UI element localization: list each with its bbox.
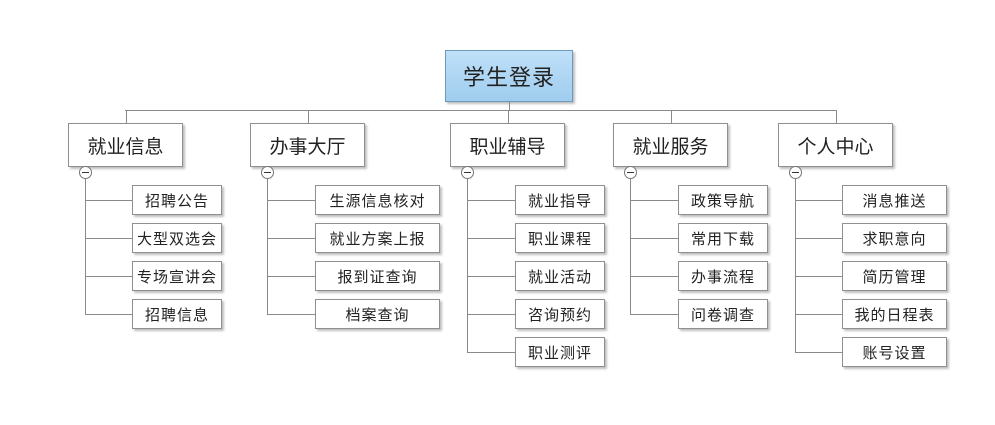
branch-line — [467, 276, 515, 277]
category-connector — [836, 110, 837, 123]
leaf-node[interactable]: 问卷调查 — [678, 299, 768, 329]
leaf-node[interactable]: 就业方案上报 — [315, 223, 440, 253]
category-node[interactable]: 职业辅导 — [450, 123, 565, 167]
leaf-node[interactable]: 招聘公告 — [132, 185, 222, 215]
branch-line — [267, 238, 315, 239]
leaf-node[interactable]: 职业课程 — [515, 223, 605, 253]
category-node[interactable]: 个人中心 — [778, 123, 893, 167]
collapse-icon[interactable] — [79, 166, 92, 179]
branch-line — [795, 238, 842, 239]
collapse-icon[interactable] — [461, 166, 474, 179]
leaf-node[interactable]: 招聘信息 — [132, 299, 222, 329]
branch-trunk-line — [267, 179, 268, 315]
branch-line — [630, 276, 678, 277]
branch-line — [85, 238, 132, 239]
leaf-node[interactable]: 政策导航 — [678, 185, 768, 215]
category-node[interactable]: 办事大厅 — [250, 123, 365, 167]
branch-line — [267, 276, 315, 277]
root-node[interactable]: 学生登录 — [445, 50, 573, 102]
leaf-node[interactable]: 专场宣讲会 — [132, 261, 222, 291]
leaf-node[interactable]: 咨询预约 — [515, 299, 605, 329]
branch-line — [85, 314, 132, 315]
branch-line — [85, 276, 132, 277]
category-node[interactable]: 就业服务 — [613, 123, 728, 167]
leaf-node[interactable]: 简历管理 — [842, 261, 947, 291]
leaf-node[interactable]: 就业指导 — [515, 185, 605, 215]
branch-line — [267, 200, 315, 201]
branch-line — [795, 276, 842, 277]
branch-line — [467, 314, 515, 315]
branch-line — [795, 200, 842, 201]
leaf-node[interactable]: 求职意向 — [842, 223, 947, 253]
leaf-node[interactable]: 档案查询 — [315, 299, 440, 329]
branch-line — [630, 238, 678, 239]
leaf-node[interactable]: 办事流程 — [678, 261, 768, 291]
leaf-node[interactable]: 就业活动 — [515, 261, 605, 291]
branch-line — [85, 200, 132, 201]
root-connector — [509, 102, 510, 111]
category-connector — [671, 110, 672, 123]
leaf-node[interactable]: 生源信息核对 — [315, 185, 440, 215]
category-connector — [308, 110, 309, 123]
leaf-node[interactable]: 账号设置 — [842, 337, 947, 367]
leaf-node[interactable]: 消息推送 — [842, 185, 947, 215]
category-bus-line — [125, 110, 836, 111]
branch-line — [795, 314, 842, 315]
category-connector — [508, 110, 509, 123]
leaf-node[interactable]: 职业测评 — [515, 337, 605, 367]
branch-trunk-line — [795, 179, 796, 353]
branch-line — [267, 314, 315, 315]
branch-line — [467, 238, 515, 239]
collapse-icon[interactable] — [624, 166, 637, 179]
leaf-node[interactable]: 常用下载 — [678, 223, 768, 253]
branch-line — [467, 352, 515, 353]
collapse-icon[interactable] — [261, 166, 274, 179]
leaf-node[interactable]: 大型双选会 — [132, 223, 222, 253]
branch-trunk-line — [85, 179, 86, 315]
branch-line — [630, 314, 678, 315]
branch-trunk-line — [467, 179, 468, 353]
leaf-node[interactable]: 我的日程表 — [842, 299, 947, 329]
branch-line — [630, 200, 678, 201]
category-node[interactable]: 就业信息 — [68, 123, 183, 167]
leaf-node[interactable]: 报到证查询 — [315, 261, 440, 291]
collapse-icon[interactable] — [789, 166, 802, 179]
branch-line — [795, 352, 842, 353]
category-connector — [126, 110, 127, 123]
branch-trunk-line — [630, 179, 631, 315]
branch-line — [467, 200, 515, 201]
